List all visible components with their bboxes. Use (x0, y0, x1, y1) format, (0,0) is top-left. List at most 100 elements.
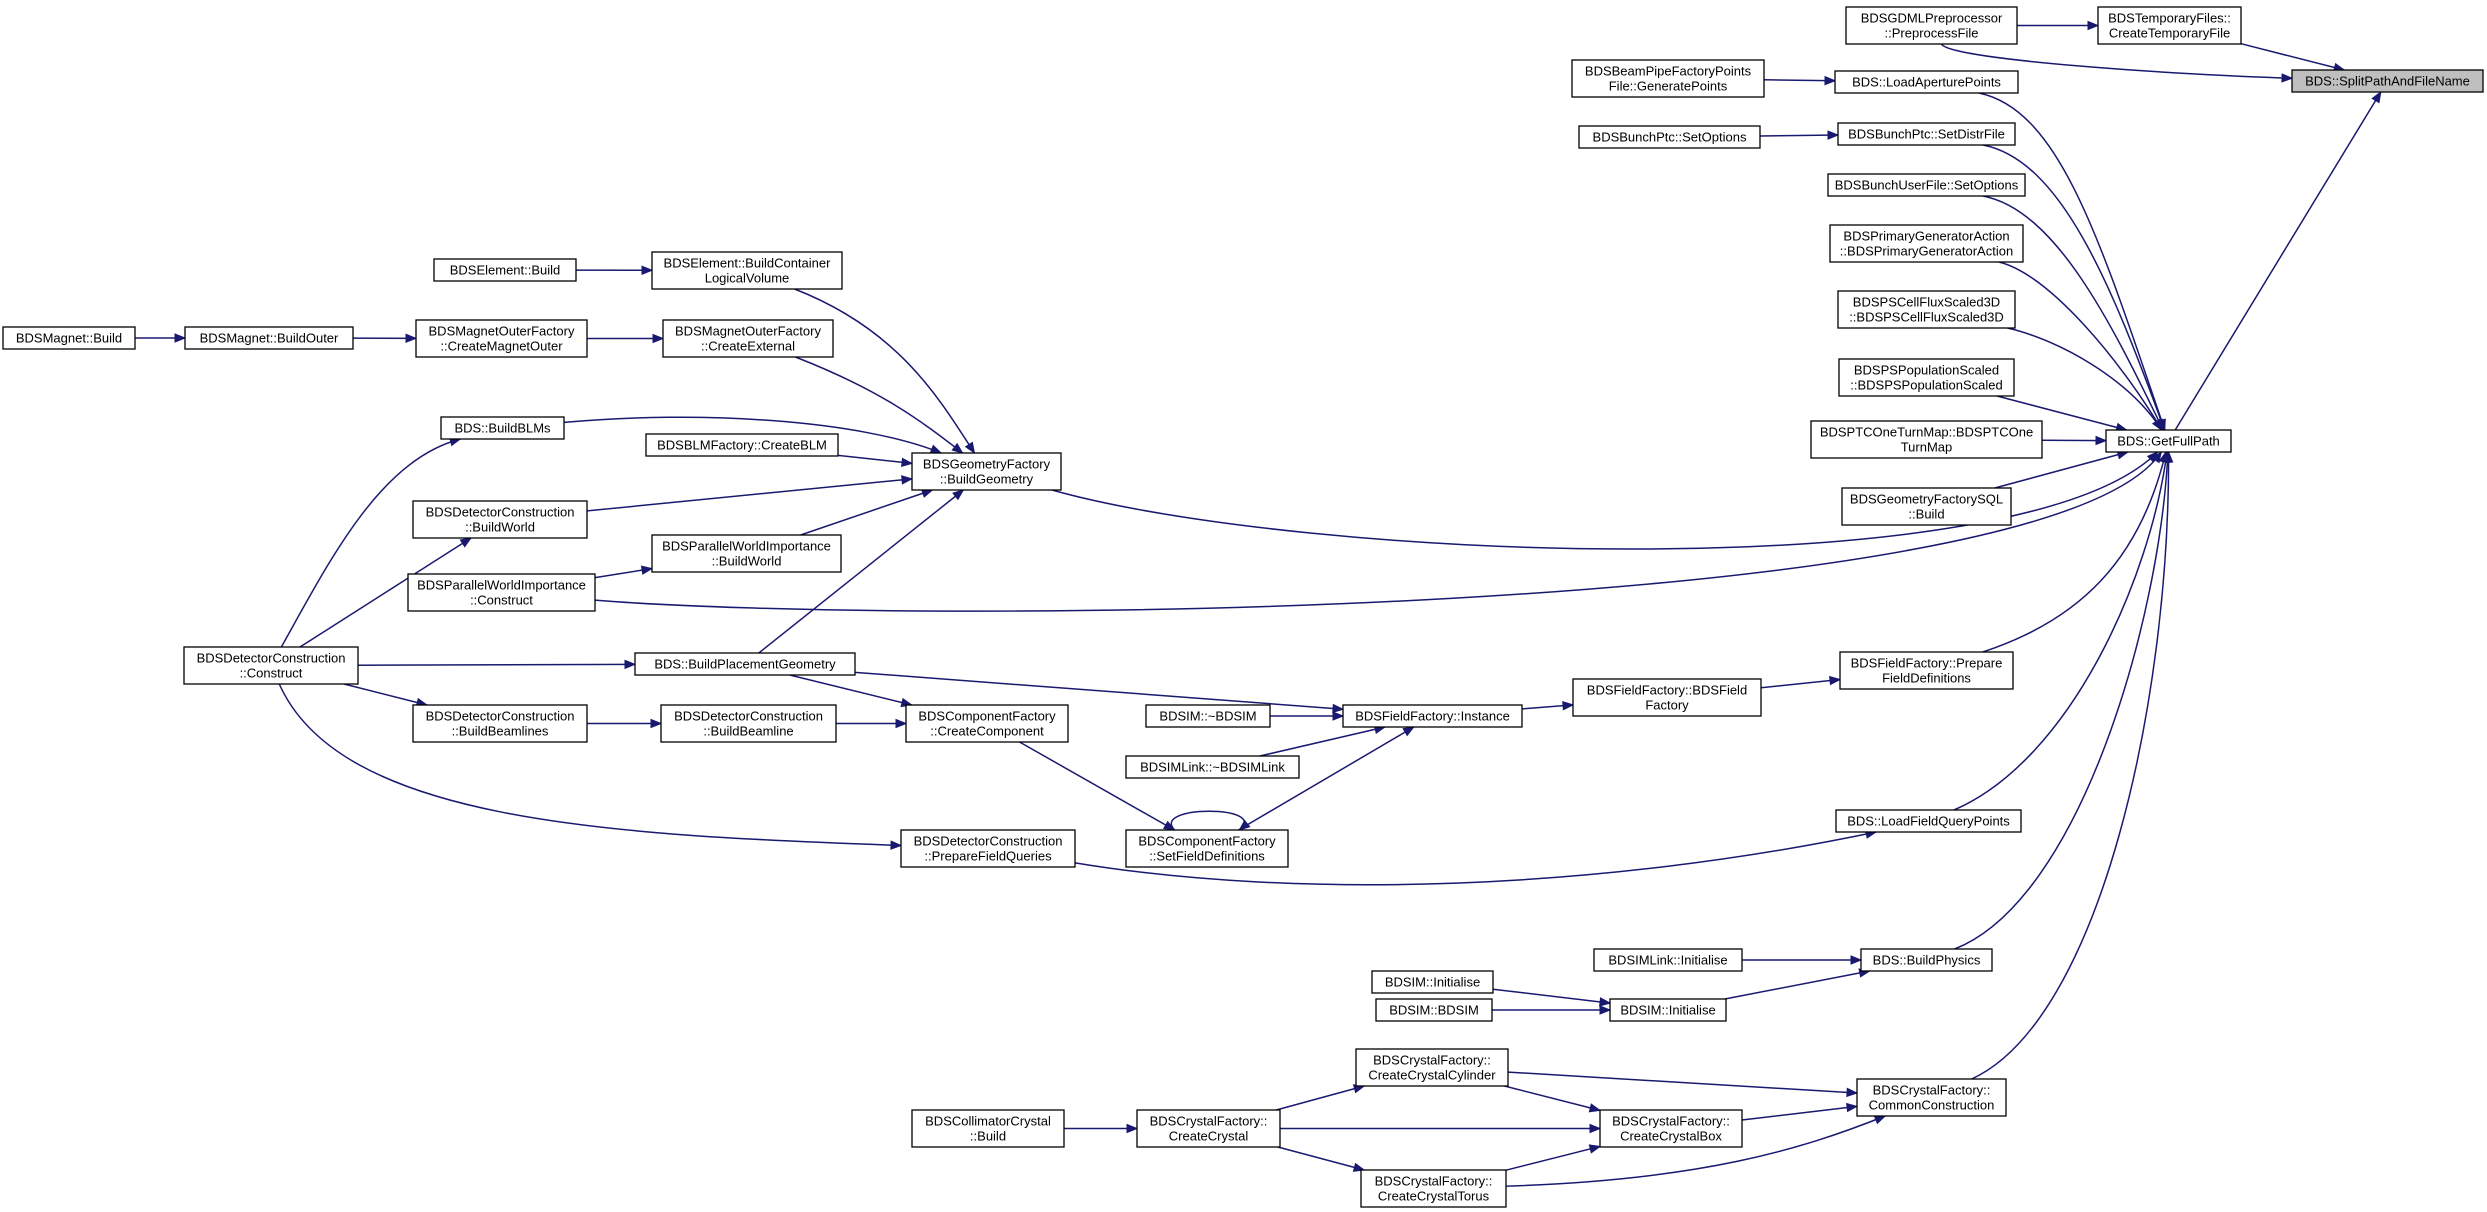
node-tempFiles[interactable]: BDSTemporaryFiles::CreateTemporaryFile (2097, 6, 2242, 45)
node-label: BDSIMLink::Initialise (1608, 953, 1727, 968)
node-compSetField[interactable]: BDSComponentFactory::SetFieldDefinitions (1125, 829, 1289, 868)
node-detBeamline[interactable]: BDSDetectorConstruction::BuildBeamline (660, 704, 837, 743)
node-loadAperture[interactable]: BDS::LoadAperturePoints (1834, 70, 2019, 94)
node-fieldCtor[interactable]: BDSFieldFactory::BDSFieldFactory (1572, 678, 1762, 717)
node-ptcSetDistr[interactable]: BDSBunchPtc::SetDistrFile (1837, 122, 2016, 146)
node-box (1136, 1109, 1281, 1148)
call-edge (278, 683, 903, 850)
node-box (412, 704, 588, 743)
node-elemBuild[interactable]: BDSElement::Build (433, 258, 577, 282)
arrowhead (951, 442, 964, 454)
call-edge (1270, 711, 1345, 721)
edge-line (854, 671, 1344, 710)
node-box (645, 433, 839, 457)
node-bdsimCtor[interactable]: BDSIM::BDSIM (1375, 998, 1493, 1022)
node-buildPhysics[interactable]: BDS::BuildPhysics (1860, 948, 1993, 972)
node-label: File::GeneratePoints (1609, 79, 1728, 94)
arrowhead (640, 565, 654, 575)
node-createCrystal[interactable]: BDSCrystalFactory::CreateCrystal (1136, 1109, 1281, 1148)
node-magBuild[interactable]: BDSMagnet::Build (2, 326, 136, 350)
node-beamPipePoints[interactable]: BDSBeamPipeFactoryPointsFile::GeneratePo… (1571, 59, 1765, 98)
node-box (1834, 70, 2019, 94)
node-ptcSetOptions[interactable]: BDSBunchPtc::SetOptions (1578, 125, 1761, 149)
node-getFullPath[interactable]: BDS::GetFullPath (2105, 429, 2232, 453)
node-label: BDSPSPopulationScaled (1854, 363, 1999, 378)
node-detBuildWorld[interactable]: BDSDetectorConstruction::BuildWorld (412, 500, 588, 539)
call-edge (837, 454, 914, 468)
node-userFile[interactable]: BDSBunchUserFile::SetOptions (1827, 173, 2026, 197)
node-magOuterExt[interactable]: BDSMagnetOuterFactory::CreateExternal (662, 319, 834, 358)
node-bdsimDtor[interactable]: BDSIM::~BDSIM (1145, 704, 1271, 728)
node-compCreate[interactable]: BDSComponentFactory::CreateComponent (905, 704, 1069, 743)
node-buildBLMs[interactable]: BDS::BuildBLMs (440, 416, 565, 440)
node-magBuildOuter[interactable]: BDSMagnet::BuildOuter (184, 326, 354, 350)
node-bdsimInit[interactable]: BDSIM::Initialise (1371, 970, 1494, 994)
arrowhead (405, 333, 418, 344)
node-crystalTorus[interactable]: BDSCrystalFactory::CreateCrystalTorus (1360, 1169, 1507, 1208)
edge-line (2174, 91, 2382, 431)
node-label: ::BDSPrimaryGeneratorAction (1840, 244, 2013, 259)
node-linkInit[interactable]: BDSIMLink::Initialise (1593, 948, 1743, 972)
node-label: BDSMagnet::Build (16, 331, 122, 346)
node-magOuterCreate[interactable]: BDSMagnetOuterFactory::CreateMagnetOuter (415, 319, 588, 358)
node-geomSQL[interactable]: BDSGeometryFactorySQL::Build (1841, 487, 2012, 526)
node-collCrystal[interactable]: BDSCollimatorCrystal::Build (911, 1109, 1065, 1148)
call-edge (357, 659, 637, 670)
node-gdmlPre[interactable]: BDSGDMLPreprocessor::PreprocessFile (1845, 6, 2018, 45)
edge-line (280, 438, 461, 648)
node-splitPath[interactable]: BDS::SplitPathAndFileName (2291, 69, 2484, 93)
call-edge (1505, 1144, 1602, 1171)
edge-line (1276, 1085, 1365, 1111)
node-fieldInstance[interactable]: BDSFieldFactory::Instance (1342, 704, 1523, 728)
node-label: BDSDetectorConstruction (426, 505, 575, 520)
node-box (1375, 998, 1493, 1022)
edge-line (1277, 1146, 1365, 1171)
node-label: BDSDetectorConstruction (674, 709, 823, 724)
node-detBeamlines[interactable]: BDSDetectorConstruction::BuildBeamlines (412, 704, 588, 743)
arrowhead (1850, 955, 1863, 965)
edge-line (1940, 43, 2293, 79)
node-linkDtor[interactable]: BDSIMLink::~BDSIMLink (1125, 755, 1300, 779)
node-pwiConstruct[interactable]: BDSParallelWorldImportance::Construct (407, 573, 596, 612)
node-bdsimInit2[interactable]: BDSIM::Initialise (1609, 998, 1727, 1022)
edge-line (1763, 79, 1836, 82)
node-primaryGen[interactable]: BDSPrimaryGeneratorAction::BDSPrimaryGen… (1829, 224, 2024, 263)
node-pwiBuildWorld[interactable]: BDSParallelWorldImportance::BuildWorld (651, 534, 842, 573)
node-label: ::PrepareFieldQueries (924, 849, 1052, 864)
call-edge (1279, 1123, 1602, 1134)
node-box (412, 500, 588, 539)
arrowhead (929, 444, 943, 454)
node-box (651, 251, 843, 290)
edge-line (1724, 970, 1870, 1000)
node-box (1360, 1169, 1507, 1208)
node-buildPlacement[interactable]: BDS::BuildPlacementGeometry (634, 652, 856, 676)
node-crystalBox[interactable]: BDSCrystalFactory::CreateCrystalBox (1599, 1109, 1743, 1148)
node-label: BDSPTCOneTurnMap::BDSPTCOne (1820, 425, 2033, 440)
call-edge (794, 288, 976, 455)
call-edge (1521, 701, 1575, 711)
node-geomBuild[interactable]: BDSGeometryFactory::BuildGeometry (911, 452, 1062, 491)
edges-layer (134, 20, 2382, 1187)
node-detPrepQueries[interactable]: BDSDetectorConstruction::PrepareFieldQue… (900, 829, 1076, 868)
node-label: BDSComponentFactory (1138, 834, 1276, 849)
edge-line (1971, 451, 2170, 1080)
call-edge (134, 333, 187, 343)
node-loadFieldQuery[interactable]: BDS::LoadFieldQueryPoints (1835, 809, 2022, 833)
edge-line (1982, 144, 2166, 431)
node-cellFlux[interactable]: BDSPSCellFluxScaled3D::BDSPSCellFluxScal… (1837, 290, 2016, 329)
node-crystalCyl[interactable]: BDSCrystalFactory::CreateCrystalCylinder (1355, 1048, 1509, 1087)
call-edge (1507, 1071, 1859, 1098)
node-crystalCommon[interactable]: BDSCrystalFactory::CommonConstruction (1856, 1078, 2007, 1117)
node-box (1839, 651, 2014, 690)
node-detConstruct[interactable]: BDSDetectorConstruction::Construct (183, 646, 359, 685)
node-ptcOneTurn[interactable]: BDSPTCOneTurnMap::BDSPTCOneTurnMap (1810, 420, 2043, 459)
node-popScaled[interactable]: BDSPSPopulationScaled::BDSPSPopulationSc… (1838, 358, 2015, 397)
node-box (900, 829, 1076, 868)
node-blmCreate[interactable]: BDSBLMFactory::CreateBLM (645, 433, 839, 457)
node-label: BDS::LoadAperturePoints (1852, 75, 2001, 90)
node-label: ::SetFieldDefinitions (1149, 849, 1265, 864)
node-label: Factory (1645, 698, 1689, 713)
node-label: BDSBLMFactory::CreateBLM (657, 438, 827, 453)
